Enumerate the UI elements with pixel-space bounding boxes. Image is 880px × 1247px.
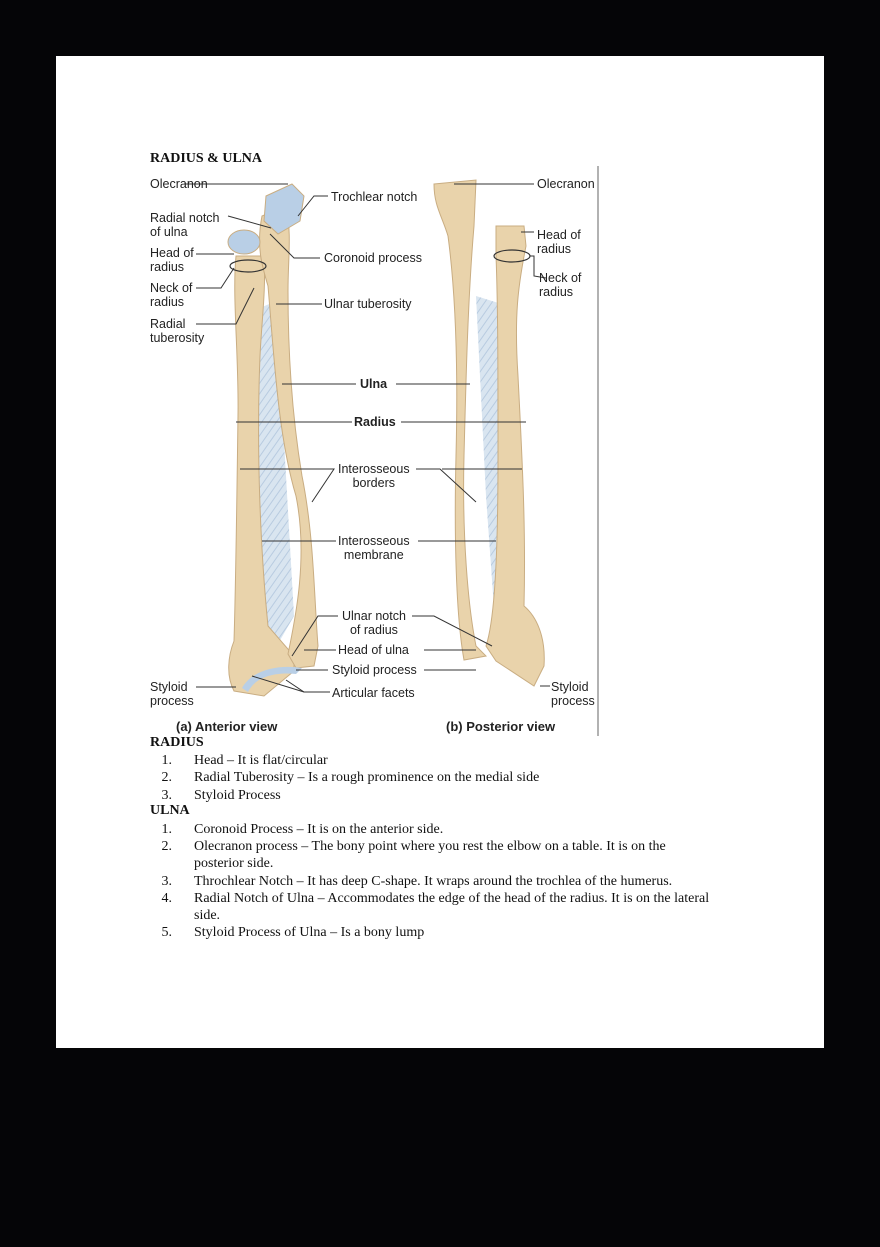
label-olecranon-posterior: Olecranon (537, 177, 595, 191)
list-number: 2. (161, 770, 173, 785)
label-coronoid-process: Coronoid process (324, 251, 422, 265)
label-articular-facets: Articular facets (332, 686, 415, 700)
forearm-bones-illustration (184, 166, 599, 736)
list-number: 3. (161, 874, 173, 889)
label-ulnar-notch-of-radius: Ulnar notch of radius (342, 609, 406, 637)
caption-posterior-view: (b) Posterior view (446, 719, 556, 734)
list-text: Styloid Process (194, 788, 281, 803)
label-interosseous-borders: Interosseous borders (338, 462, 410, 490)
label-interosseous-membrane: Interosseous membrane (338, 534, 410, 562)
label-styloid-process-left: Styloid process (150, 680, 194, 708)
list-number: 1. (161, 822, 173, 837)
document-page: RADIUS & ULNA (56, 56, 824, 1048)
label-head-of-ulna: Head of ulna (338, 643, 409, 657)
list-number: 5. (161, 925, 173, 940)
list-number: 4. (161, 891, 173, 906)
label-ulna: Ulna (360, 377, 388, 391)
section-heading-radius: RADIUS (150, 735, 204, 750)
list-number: 1. (161, 753, 173, 768)
list-text: Radial Tuberosity – Is a rough prominenc… (194, 770, 540, 785)
list-number: 2. (161, 839, 173, 854)
label-olecranon: Olecranon (150, 177, 208, 191)
list-text: Coronoid Process – It is on the anterior… (194, 822, 444, 837)
anatomy-figure: Olecranon Radial notch of ulna Head of r… (56, 56, 824, 746)
list-text: Styloid Process of Ulna – Is a bony lump (194, 925, 425, 940)
label-ulnar-tuberosity: Ulnar tuberosity (324, 297, 412, 311)
list-text: Throchlear Notch – It has deep C-shape. … (194, 874, 673, 889)
list-text: Radial Notch of Ulna – Accommodates the … (194, 891, 710, 923)
label-head-of-radius: Head of radius (150, 246, 194, 274)
label-styloid-process-right: Styloid process (551, 680, 595, 708)
label-radius: Radius (354, 415, 396, 429)
list-text: Head – It is flat/circular (194, 753, 328, 768)
label-radial-tuberosity: Radial tuberosity (150, 317, 205, 345)
section-heading-ulna: ULNA (150, 803, 190, 818)
list-number: 3. (161, 788, 173, 803)
label-radial-notch-of-ulna: Radial notch of ulna (150, 211, 220, 239)
list-text: Olecranon process – The bony point where… (194, 839, 666, 871)
label-neck-of-radius-posterior: Neck of radius (539, 271, 582, 299)
page-title: RADIUS & ULNA (150, 151, 263, 166)
label-neck-of-radius: Neck of radius (150, 281, 193, 309)
label-trochlear-notch: Trochlear notch (331, 190, 418, 204)
label-head-of-radius-posterior: Head of radius (537, 228, 581, 256)
label-styloid-process-center: Styloid process (332, 663, 417, 677)
caption-anterior-view: (a) Anterior view (176, 719, 278, 734)
